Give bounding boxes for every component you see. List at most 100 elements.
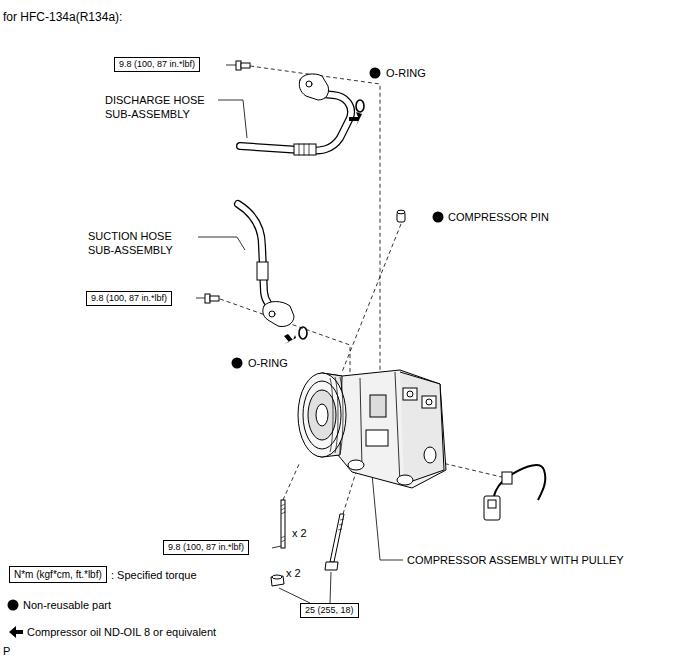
compressor-body [424,447,436,463]
torque-value: 9.8 (100, 87 in.*lbf) [119,59,195,70]
leader-line [279,588,310,603]
compressor-body [298,370,446,488]
discharge-hose [240,94,351,151]
compressor-body [330,377,343,454]
suction-hose [263,302,294,327]
legend-symbol [8,600,24,639]
torque-box: 25 (255, 18) [300,603,359,618]
part-name: O-RING [386,66,426,80]
part-name: COMPRESSOR PIN [448,210,549,224]
leader-line [226,65,236,66]
quantity: x 2 [292,526,307,540]
assembly-line [283,462,300,500]
discharge-hose [306,81,312,87]
assembly-line [438,462,506,478]
discharge-hose [294,144,316,155]
stud-bolt [281,504,285,542]
compressor-body [407,391,413,397]
suction-hose [257,262,268,280]
stud-bolt [271,576,284,586]
legend-symbol [8,600,19,611]
leader-line [198,237,245,250]
compressor-body [308,390,336,440]
non-reusable-dot [370,68,381,79]
assembly-line [343,472,356,514]
wire-harness [484,465,545,520]
stud-bolt [281,500,285,548]
compressor-body [426,399,432,405]
bolt [205,294,210,303]
compressor-pin [397,210,405,222]
leader-line [196,298,205,299]
legend-text: Compressor oil ND-OIL 8 or equivalent [27,625,216,639]
leader-line [330,572,331,603]
bolt [205,61,250,303]
oil-arrow [284,334,296,344]
non-reusable-dot [232,68,444,369]
figure-code: P [3,644,10,658]
compressor-body [422,396,436,408]
o-ring [299,327,307,339]
stud-bolt [272,575,282,579]
legend-text: Non-reusable part [23,598,111,612]
discharge-hose [299,74,328,100]
compressor-body [303,381,341,449]
compressor-body [348,460,364,470]
torque-box: 9.8 (100, 87 in.*lbf) [163,540,249,555]
torque-value: 9.8 (100, 87 in.*lbf) [91,293,167,304]
stud-bolt [271,500,344,586]
leader-line [218,100,247,138]
legend-text: : Specified torque [111,568,197,582]
o-ring [356,100,364,112]
bolt [241,63,250,68]
non-reusable-dot [433,212,444,223]
bolt [236,61,241,70]
stud-bolt [338,519,344,530]
compressor-body [316,404,328,426]
wire-harness [488,500,496,508]
part-name: O-RING [248,356,288,370]
part-name: COMPRESSOR ASSEMBLY WITH PULLEY [407,553,624,567]
wire-harness [484,496,500,520]
bolt [210,296,219,301]
wire-harness [502,472,512,484]
suction-hose [238,204,277,311]
leader-line [272,546,281,548]
diagram-title: for HFC-134a(R134a): [3,10,122,24]
leader-line [372,474,403,560]
stud-bolt [330,514,344,562]
oil-arrow [349,112,362,126]
compressor-body [397,475,413,485]
assembly-line [342,224,401,372]
torque-value: N*m (kgf*cm, ft.*lbf) [14,568,102,581]
discharge-hose [299,144,300,155]
suction-hose [238,204,277,311]
part-name: DISCHARGE HOSE SUB-ASSEMBLY [105,93,217,121]
o-ring [299,100,364,339]
assembly-line [220,299,350,385]
torque-legend-box: N*m (kgf*cm, ft.*lbf) [9,566,107,583]
discharge-hose [309,144,310,155]
quantity: x 2 [286,566,301,580]
torque-value: 25 (255, 18) [305,605,354,616]
compressor-pin [397,210,405,214]
torque-box: 9.8 (100, 87 in.*lbf) [114,57,200,72]
compressor-body [370,395,386,417]
compressor-body [366,430,388,446]
leader-line [196,65,403,603]
suction-hose [238,204,294,327]
compressor-body [360,372,400,484]
discharge-hose [240,94,351,151]
torque-value: 9.8 (100, 87 in.*lbf) [168,542,244,553]
compressor-body [298,373,346,457]
compressor-body [403,388,417,400]
discharge-hose [240,74,351,155]
legend-symbol [9,626,23,638]
oil-arrow [284,112,362,344]
torque-box: 9.8 (100, 87 in.*lbf) [86,291,172,306]
part-name: SUCTION HOSE SUB-ASSEMBLY [88,229,188,257]
stud-bolt [325,562,338,570]
non-reusable-dot [232,358,243,369]
assembly-line [220,66,506,514]
